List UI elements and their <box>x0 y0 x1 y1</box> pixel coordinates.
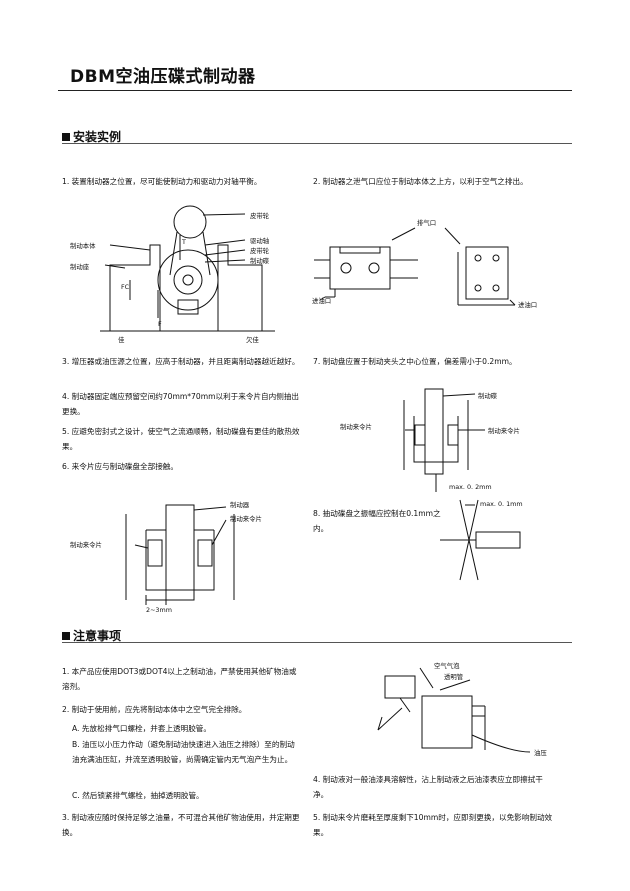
note-item-2b: B. 油压以小压力作动（避免制动油快速进入油压之排除）至的制动油充满油压缸，并流… <box>72 740 295 764</box>
fig1-label-good: 佳 <box>118 336 125 344</box>
install-item-2: 2. 制动器之泄气口应位于制动本体之上方，以利于空气之排出。 <box>313 177 528 186</box>
fig1-label-bad: 欠佳 <box>246 336 259 344</box>
fig2-label-inlet-right: 进油口 <box>518 301 538 309</box>
fig2-label-vent: 排气口 <box>417 219 437 227</box>
install-item-5: 5. 应避免密封式之设计，使空气之流通顺畅，制动碟盘有更佳的散热效果。 <box>62 427 300 451</box>
fig7-label-disc: 制动碟 <box>478 392 498 400</box>
install-item-4: 4. 制动器固定端应预留空间约70mm*70mm以利于来令片自内侧抽出更换。 <box>62 392 300 416</box>
section-install-label: 安装实例 <box>73 130 122 144</box>
fig1-label-disc: 制动碟 <box>250 257 270 265</box>
fig1-label-belt-wheel: 皮带轮 <box>250 212 270 220</box>
fig1-label-belt-wheel2: 皮带轮 <box>250 247 270 255</box>
fig1-label-drive-shaft: 驱动轴 <box>250 237 270 245</box>
section-notes-label: 注意事项 <box>73 629 122 643</box>
fig6-label-caliper: 制动器 <box>230 501 250 509</box>
notes-fig-label-tube: 透明管 <box>444 673 464 681</box>
install-item-1: 1. 装置制动器之位置，尽可能使制动力和驱动力对轴平衡。 <box>62 177 262 186</box>
note-item-2: 2. 制动于使用前，应先将制动本体中之空气完全排除。 <box>62 705 247 714</box>
section-notes-heading: 注意事项 <box>62 627 121 644</box>
note-item-2a: A. 先放松排气口螺栓，并套上透明胶管。 <box>72 724 211 733</box>
fig8-label-tolerance: max. 0. 1mm <box>480 500 523 508</box>
title-rule <box>58 90 572 91</box>
note-item-3: 3. 制动液应随时保持足够之油量，不可混合其他矿物油使用，并定期更换。 <box>62 813 300 837</box>
fig6-label-gap: 2~3mm <box>146 606 172 614</box>
page-title: DBM空油压碟式制动器 <box>70 67 256 87</box>
install-item-8: 8. 抽动碟盘之振幅应控制在0.1mm之内。 <box>313 509 441 533</box>
install-item-6: 6. 来令片应与制动碟盘全部接触。 <box>62 462 178 471</box>
fig6-label-pad-left: 制动来令片 <box>70 541 102 549</box>
fig1-label-fc: FC <box>121 283 130 291</box>
section-rule <box>62 143 572 144</box>
note-item-5: 5. 制动来令片磨耗至厚度剩下10mm时，应即刻更换，以免影响制动效果。 <box>313 813 553 837</box>
note-item-4: 4. 制动液对一般油漆具溶解性，沾上制动液之后油漆表应立即擦拭干净。 <box>313 775 543 799</box>
note-item-2c: C. 然后锁紧排气螺栓，抽掉透明胶管。 <box>72 791 204 800</box>
fig7-label-tolerance: max. 0. 2mm <box>449 483 492 491</box>
install-item-3: 3. 增压器或油压源之位置，应高于制动器，并且距离制动器越近越好。 <box>62 357 300 366</box>
fig2-label-inlet-left: 进油口 <box>312 297 332 305</box>
fig1-label-t: T <box>182 238 186 246</box>
section-install-heading: 安装实例 <box>62 128 121 145</box>
square-bullet-icon <box>62 133 70 141</box>
note-item-1: 1. 本产品应使用DOT3或DOT4以上之制动油，严禁使用其他矿物油或溶剂。 <box>62 667 297 691</box>
fig1-label-f: F <box>158 320 162 328</box>
install-item-7: 7. 制动盘应置于制动夹头之中心位置，偏差需小于0.2mm。 <box>313 357 517 366</box>
fig7-label-pad-left: 制动来令片 <box>340 423 372 431</box>
section-rule <box>62 642 572 643</box>
notes-fig-label-bubble: 空气气泡 <box>434 662 460 670</box>
notes-fig-label-oil: 油压 <box>534 749 547 757</box>
fig7-label-pad-right: 制动来令片 <box>488 427 520 435</box>
fig1-label-seat: 制动座 <box>70 263 90 271</box>
fig6-label-pad: 制动来令片 <box>230 515 262 523</box>
square-bullet-icon <box>62 632 70 640</box>
fig1-label-body: 制动本体 <box>70 242 96 250</box>
